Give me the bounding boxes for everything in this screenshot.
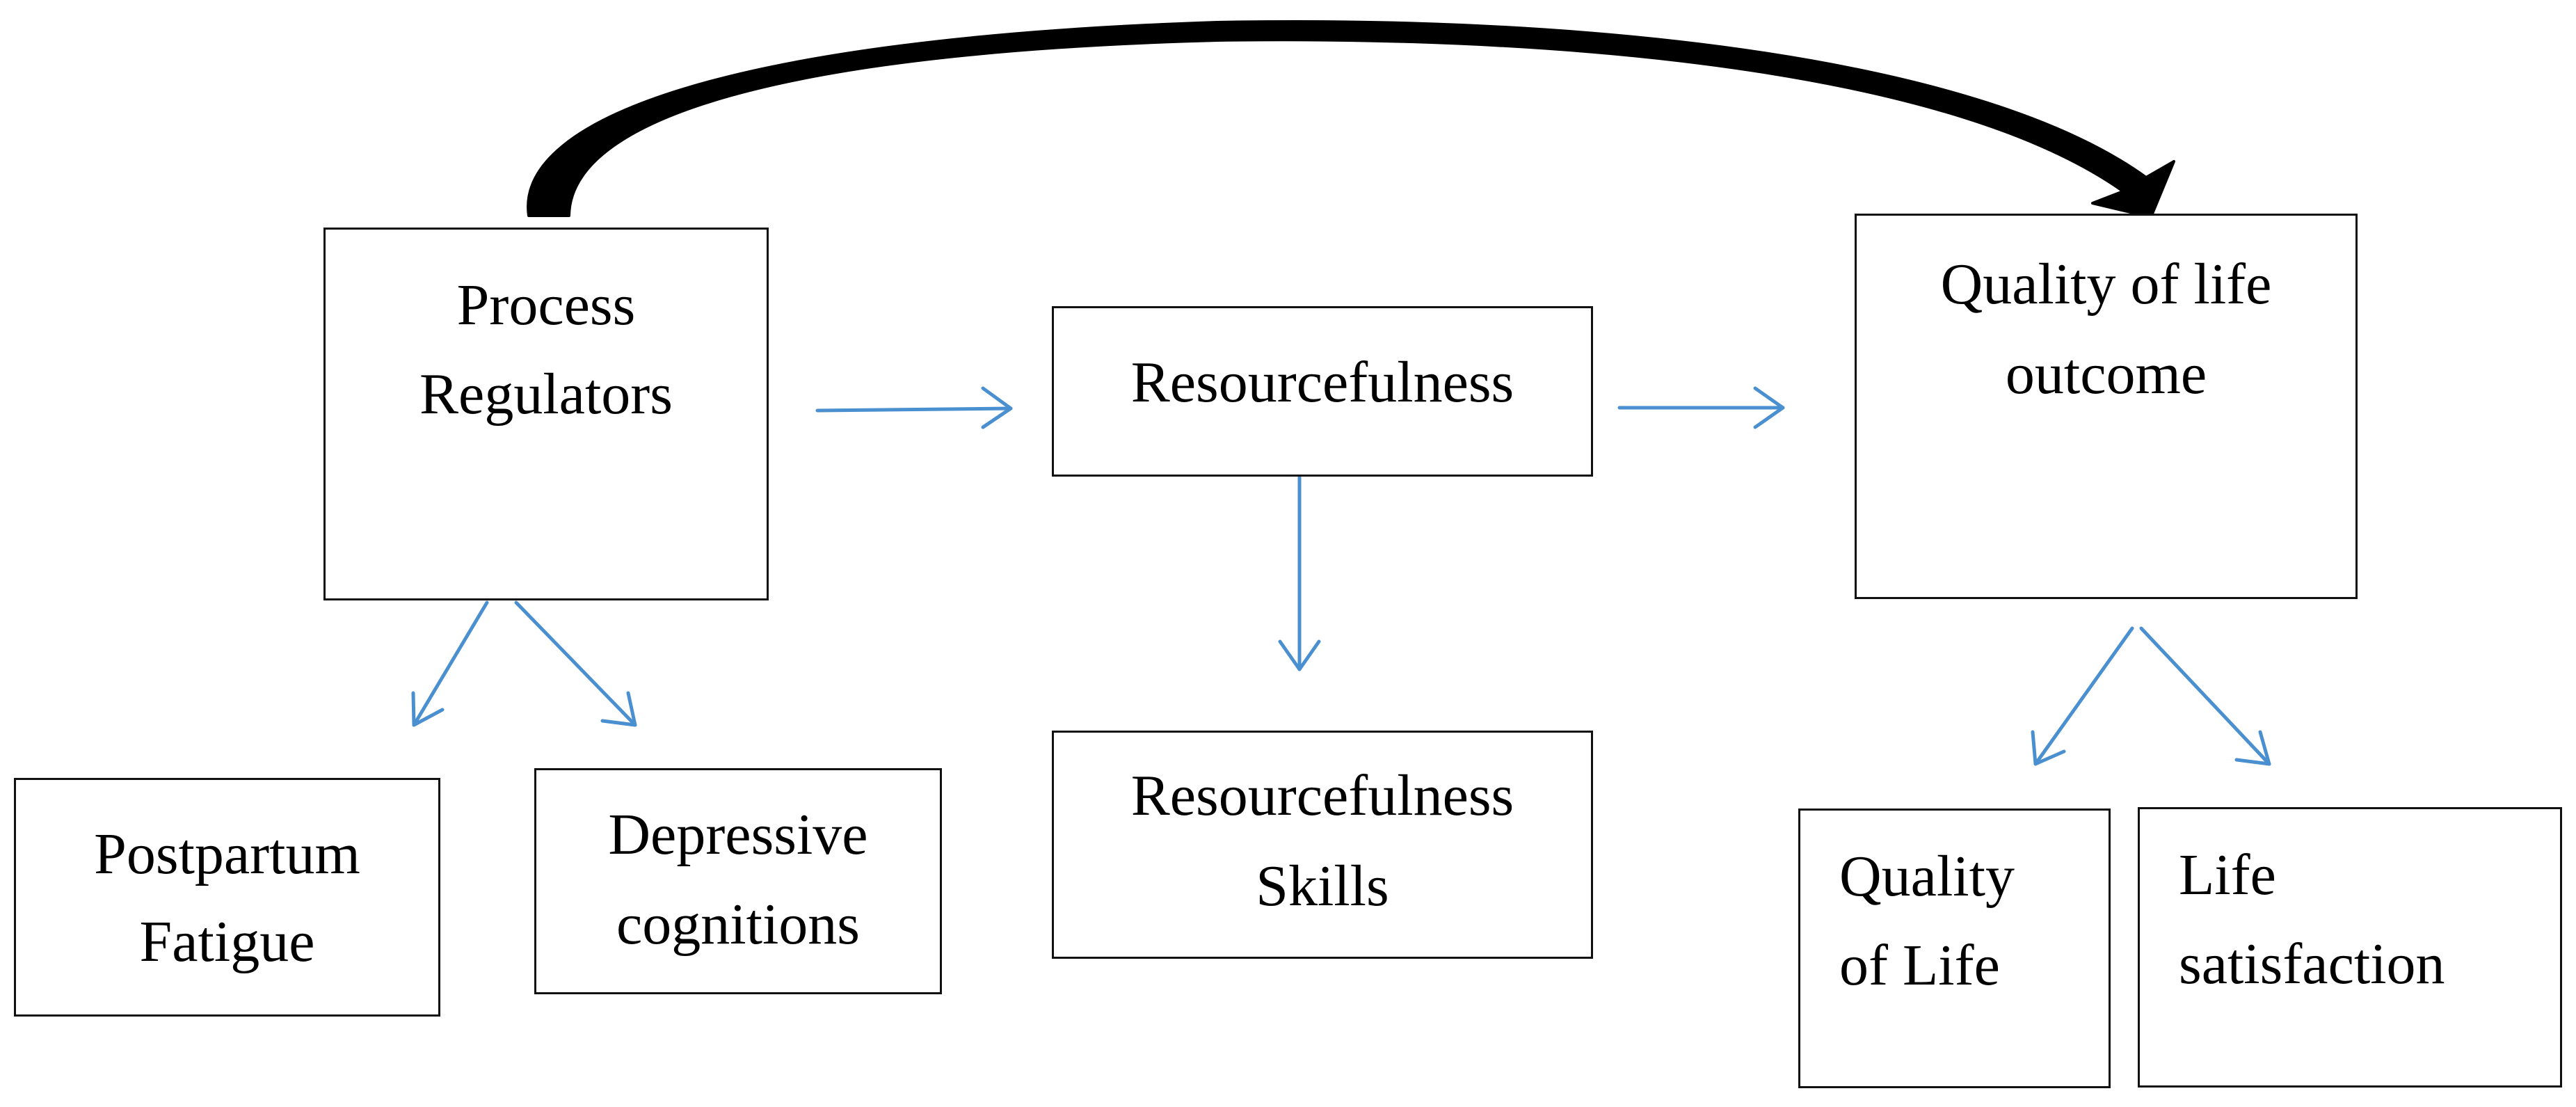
arrow-resourcefulness-to-quality-outcome	[1617, 386, 1785, 429]
box-label-line: Postpartum	[94, 822, 360, 886]
box-quality-of-life-outcome: Quality of life outcome	[1855, 214, 2358, 599]
arrow-process-to-depressive	[514, 600, 637, 727]
box-quality-of-life: Quality of Life	[1798, 809, 2111, 1088]
box-depressive-cognitions: Depressive cognitions	[534, 768, 942, 994]
box-label-line: Regulators	[419, 362, 673, 427]
box-label-line: Depressive	[608, 802, 868, 867]
box-label-line: Resourcefulness	[1130, 350, 1514, 415]
box-label-line: Skills	[1256, 854, 1389, 918]
box-label-line: Fatigue	[139, 909, 315, 974]
box-postpartum-fatigue: Postpartum Fatigue	[14, 778, 440, 1017]
arrow-process-to-resourcefulness	[815, 386, 1013, 429]
box-life-satisfaction: Life satisfaction	[2138, 807, 2562, 1088]
arrow-quality-outcome-to-quality-of-life	[2031, 626, 2134, 766]
box-label-line: Life	[2179, 843, 2276, 907]
box-label-line: Process	[456, 273, 636, 337]
arrow-quality-outcome-to-life-satisfaction	[2139, 626, 2271, 766]
arrow-resourcefulness-to-skills	[1278, 475, 1321, 671]
box-resourcefulness: Resourcefulness	[1052, 306, 1593, 477]
box-label-line: Quality	[1839, 844, 2015, 909]
box-label-line: satisfaction	[2179, 932, 2445, 996]
box-resourcefulness-skills: Resourcefulness Skills	[1052, 731, 1593, 959]
box-label-line: of Life	[1839, 933, 2000, 998]
box-label-line: outcome	[2005, 342, 2207, 406]
box-label-line: Quality of life	[1940, 252, 2272, 317]
curved-arrow-process-to-quality-outcome	[527, 20, 2175, 218]
blue-arrows	[411, 386, 2271, 766]
box-label-line: cognitions	[616, 892, 860, 957]
arrow-process-to-postpartum	[411, 600, 489, 727]
box-label-line: Resourcefulness	[1130, 763, 1514, 828]
